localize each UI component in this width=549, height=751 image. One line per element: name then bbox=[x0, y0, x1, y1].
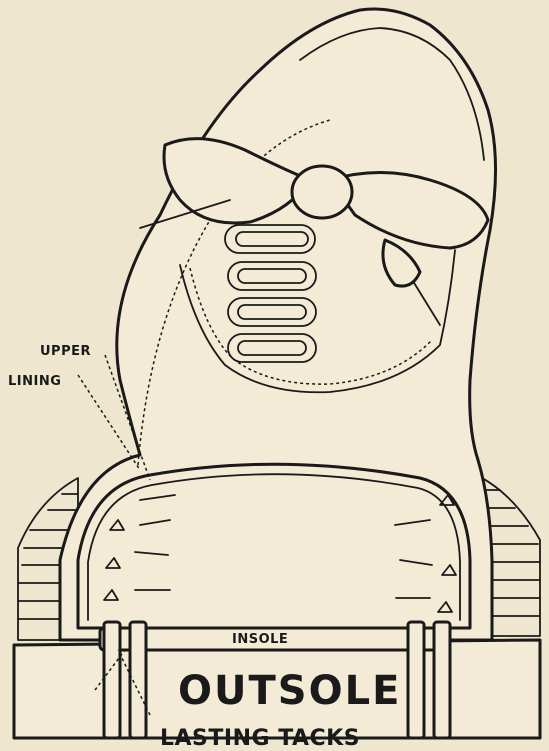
outsole-label: OUTSOLE bbox=[178, 668, 401, 714]
upper-label: UPPER bbox=[40, 344, 91, 359]
lining-label: LINING bbox=[8, 374, 61, 389]
lasting-tacks-label: LASTING TACKS bbox=[160, 726, 360, 751]
insole-label: INSOLE bbox=[232, 632, 288, 647]
